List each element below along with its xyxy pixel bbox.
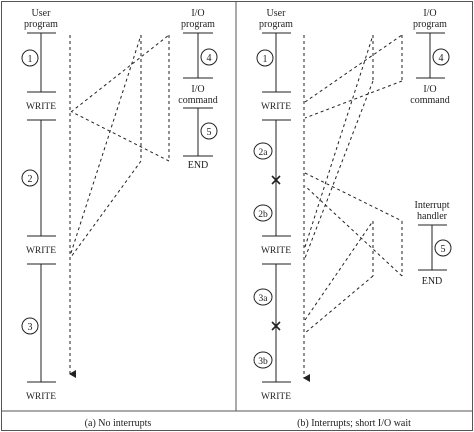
user-program-timeline-b — [262, 32, 291, 383]
write-label-b3: WRITE — [261, 392, 291, 402]
segment-4: 4 — [200, 48, 218, 66]
svg-text:3: 3 — [28, 322, 33, 333]
execution-flow-a — [69, 34, 170, 378]
svg-text:1: 1 — [263, 54, 268, 65]
segment-5: 5 — [200, 122, 218, 140]
user-program-label-b-line2: program — [259, 19, 293, 30]
svg-text:4: 4 — [207, 53, 212, 64]
io-command-label-line2: command — [178, 95, 217, 106]
segment-2b: 2b — [253, 204, 273, 222]
segment-3b: 3b — [253, 351, 273, 369]
caption-b: (b) Interrupts; short I/O wait — [297, 418, 411, 429]
user-program-label-line2: program — [24, 19, 58, 30]
io-program-label-b-line2: program — [413, 19, 447, 30]
write-label-a1: WRITE — [26, 102, 56, 112]
write-label-b1: WRITE — [261, 102, 291, 112]
svg-text:5: 5 — [441, 244, 446, 255]
segment-b5: 5 — [434, 239, 452, 257]
io-program-timeline — [183, 32, 213, 157]
interrupt-handler-label-line1: Interrupt — [415, 200, 450, 211]
svg-text:3b: 3b — [258, 357, 268, 367]
segment-b1: 1 — [256, 49, 274, 67]
io-program-label-line1: I/O — [191, 8, 204, 19]
svg-text:4: 4 — [439, 53, 444, 64]
write-label-a3: WRITE — [26, 392, 56, 402]
io-program-label-line2: program — [181, 19, 215, 30]
segment-2a: 2a — [253, 142, 273, 160]
io-program-label-b-line1: I/O — [423, 8, 436, 19]
io-command-label-b-line1: I/O — [423, 84, 436, 95]
io-program-timeline-b — [416, 32, 445, 79]
user-program-label-b-line1: User — [267, 8, 287, 19]
write-label-a2: WRITE — [26, 246, 56, 256]
svg-text:2b: 2b — [258, 210, 268, 220]
interrupt-handler-label-line2: handler — [417, 211, 448, 222]
panel-a: User program 1 2 3 WRITE WRITE WRI — [21, 8, 218, 402]
user-program-label-line1: User — [32, 8, 52, 19]
io-command-label-line1: I/O — [191, 84, 204, 95]
interrupt-point-1 — [271, 175, 281, 185]
panel-b: User program 1 2a 2b — [253, 8, 452, 402]
interrupt-handler-timeline — [418, 224, 447, 271]
io-command-label-b-line2: command — [410, 95, 449, 106]
write-label-b2: WRITE — [261, 246, 291, 256]
end-label-b: END — [422, 276, 443, 287]
interrupt-point-2 — [271, 321, 281, 331]
svg-text:3a: 3a — [259, 294, 269, 304]
svg-text:2: 2 — [28, 174, 33, 185]
segment-3a: 3a — [253, 288, 273, 306]
svg-text:2a: 2a — [259, 148, 269, 158]
svg-text:5: 5 — [207, 127, 212, 138]
segment-3: 3 — [21, 317, 39, 335]
segment-1: 1 — [21, 49, 39, 67]
user-program-timeline — [27, 32, 56, 383]
execution-flow-b — [303, 34, 403, 382]
segment-b4: 4 — [432, 48, 450, 66]
caption-a: (a) No interrupts — [85, 418, 152, 429]
svg-text:1: 1 — [28, 54, 33, 65]
end-label-a: END — [188, 160, 209, 171]
segment-2: 2 — [21, 169, 39, 187]
